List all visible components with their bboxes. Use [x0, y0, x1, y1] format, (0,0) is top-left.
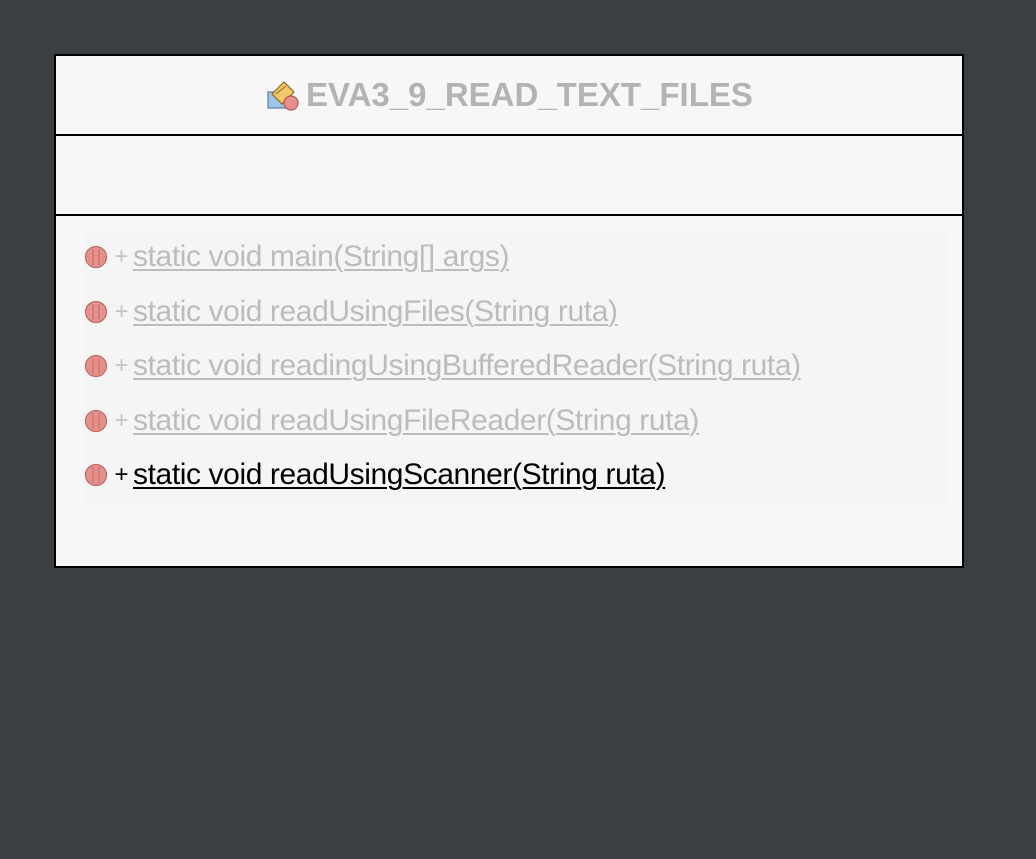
- method-icon: [84, 300, 108, 323]
- visibility-marker: +: [114, 297, 129, 325]
- method-row[interactable]: + static void readingUsingBufferedReader…: [84, 339, 948, 394]
- method-row[interactable]: + static void main(String[] args): [84, 230, 948, 285]
- class-name: EVA3_9_READ_TEXT_FILES: [306, 76, 752, 113]
- class-icon: [267, 81, 299, 111]
- methods-section: + static void main(String[] args) + stat…: [56, 216, 962, 503]
- class-header: EVA3_9_READ_TEXT_FILES: [56, 56, 962, 136]
- method-row[interactable]: + static void readUsingFiles(String ruta…: [84, 284, 948, 339]
- method-icon: [84, 355, 108, 378]
- method-signature: static void readUsingFileReader(String r…: [133, 403, 699, 437]
- method-signature: static void readingUsingBufferedReader(S…: [133, 349, 801, 383]
- method-signature: static void readUsingScanner(String ruta…: [133, 458, 666, 492]
- method-signature: static void main(String[] args): [133, 240, 510, 274]
- visibility-marker: +: [114, 243, 129, 271]
- method-icon: [84, 409, 108, 432]
- uml-class-box[interactable]: EVA3_9_READ_TEXT_FILES + static void mai…: [54, 54, 964, 568]
- method-row[interactable]: + static void readUsingFileReader(String…: [84, 393, 948, 448]
- method-row[interactable]: + static void readUsingScanner(String ru…: [84, 448, 948, 503]
- method-icon: [84, 464, 108, 487]
- visibility-marker: +: [114, 406, 129, 434]
- method-icon: [84, 246, 108, 269]
- method-signature: static void readUsingFiles(String ruta): [133, 294, 618, 328]
- visibility-marker: +: [114, 461, 129, 489]
- fields-section: [56, 136, 962, 216]
- visibility-marker: +: [114, 352, 129, 380]
- class-title-wrap: EVA3_9_READ_TEXT_FILES: [266, 76, 752, 114]
